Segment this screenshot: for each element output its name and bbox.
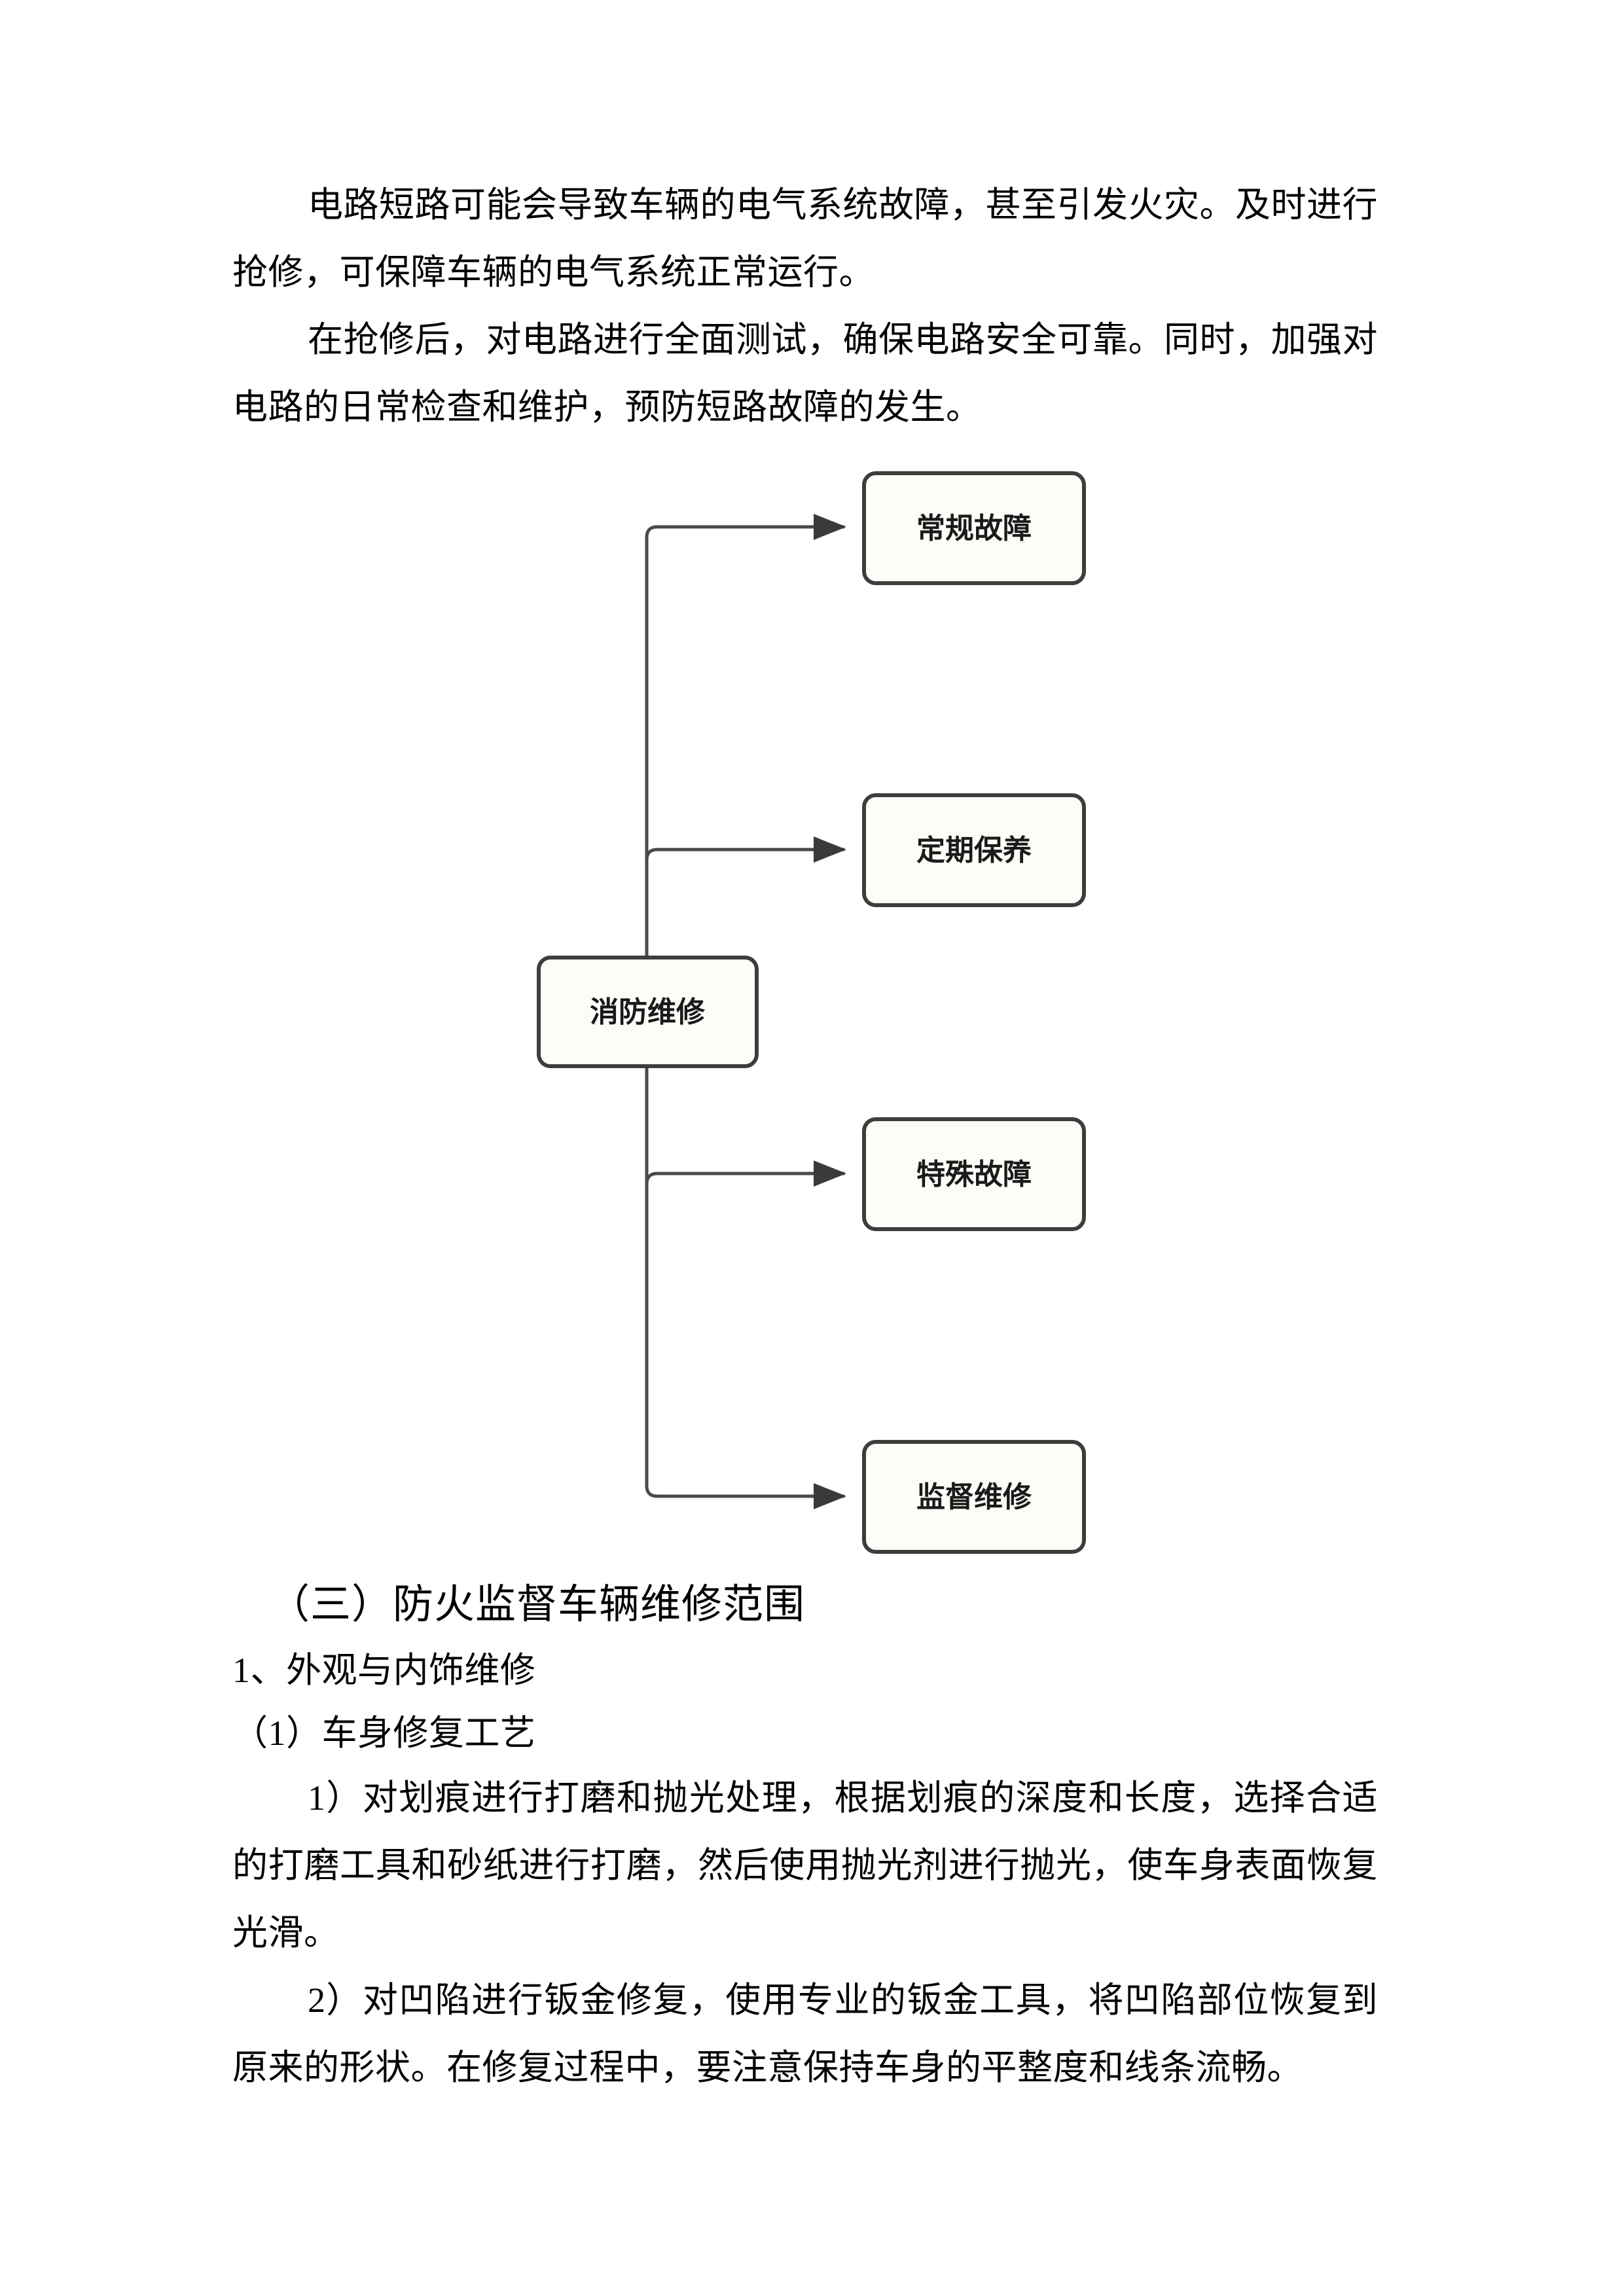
node-box-routine-fault — [862, 471, 1086, 585]
node-box-fire-maintenance-root — [537, 956, 759, 1068]
edge-root-to-special-fault — [645, 1160, 847, 1187]
paragraph-3: 1）对划痕进行打磨和抛光处理，根据划痕的深度和长度，选择合适的打磨工具和砂纸进行… — [232, 1778, 1378, 1952]
node-supervised-maintenance: 监督维修 — [862, 1440, 1086, 1554]
node-special-fault: 特殊故障 — [862, 1117, 1086, 1231]
paragraph-4: 2）对凹陷进行钣金修复，使用专业的钣金工具，将凹陷部位恢复到原来的形状。在修复过… — [232, 1981, 1378, 2087]
node-box-supervised-maintenance — [862, 1440, 1086, 1554]
edge-root-to-routine-fault — [645, 514, 847, 540]
node-fire-maintenance-root: 消防维修 — [537, 956, 759, 1068]
node-label-special-fault: 特殊故障 — [916, 1158, 1032, 1191]
paragraph-1: 电路短路可能会导致车辆的电气系统故障，甚至引发火灾。及时进行抢修，可保障车辆的电… — [232, 185, 1378, 292]
node-box-regular-maintenance — [862, 793, 1086, 907]
node-label-supervised-maintenance: 监督维修 — [916, 1481, 1032, 1513]
edge-root-to-regular-maintenance — [645, 836, 847, 863]
node-label-fire-maintenance-root: 消防维修 — [590, 996, 706, 1028]
bottom-text-block: （三）防火监督车辆维修范围 1、外观与内饰维修 （1）车身修复工艺 1）对划痕进… — [232, 1571, 1378, 2102]
top-text-block: 电路短路可能会导致车辆的电气系统故障，甚至引发火灾。及时进行抢修，可保障车辆的电… — [232, 171, 1378, 441]
connector-group — [645, 514, 847, 1509]
node-box-special-fault — [862, 1117, 1086, 1231]
paragraph-2: 在抢修后，对电路进行全面测试，确保电路安全可靠。同时，加强对电路的日常检查和维护… — [232, 320, 1378, 427]
node-routine-fault: 常规故障 — [862, 471, 1086, 585]
subsub-heading: （1）车身修复工艺 — [232, 1713, 536, 1753]
node-label-routine-fault: 常规故障 — [916, 512, 1032, 545]
node-regular-maintenance: 定期保养 — [862, 793, 1086, 907]
sub-heading: 1、外观与内饰维修 — [232, 1651, 536, 1690]
node-label-regular-maintenance: 定期保养 — [916, 834, 1032, 867]
section-heading: （三）防火监督车辆维修范围 — [269, 1583, 806, 1627]
edge-root-to-supervised-maintenance — [645, 1483, 847, 1509]
